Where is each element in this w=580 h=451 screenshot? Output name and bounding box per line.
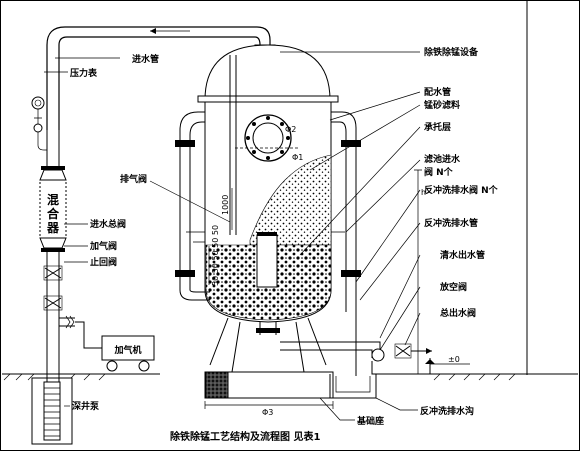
exhaust-tube — [229, 55, 237, 235]
right-flange-lower — [341, 270, 361, 277]
label-vent-valve: 放空阀 — [439, 281, 467, 293]
manifold-bolts — [246, 116, 290, 160]
vessel-legs — [209, 317, 327, 373]
pressure-gauge-dial — [34, 99, 42, 107]
check-valve-icon — [44, 297, 62, 309]
leader-main-outlet — [404, 312, 421, 346]
left-flange-lower — [175, 270, 195, 277]
dim-phi2: Φ2 — [285, 125, 296, 134]
label-main-outlet-valve: 总出水阀 — [440, 307, 476, 319]
leader-exhaust — [149, 180, 231, 223]
nozzle-plate — [257, 232, 277, 236]
label-inlet-main-valve: 进水总阀 — [90, 218, 126, 230]
backwash-ditch — [329, 374, 377, 399]
left-backwash-riser — [179, 111, 205, 290]
manganese-sand-media — [249, 154, 332, 246]
ground-level-marker — [425, 359, 435, 364]
dim-phi3: Φ3 — [262, 408, 273, 417]
mixer-top-cone — [39, 169, 67, 181]
manifold-inner — [252, 122, 284, 154]
label-distribution-pipe: 配水管 — [424, 86, 451, 98]
label-backwash-drain-pipe: 反冲洗排水管 — [424, 217, 478, 229]
inlet-main-valve-icon — [44, 267, 62, 279]
aeration-pipe-down — [75, 321, 102, 349]
deep-well-pump-icon — [43, 381, 61, 441]
foundation-pile-left — [205, 371, 229, 399]
label-deep-well-pump: 深井泵 — [72, 400, 100, 412]
mixer-top-flange — [41, 166, 65, 170]
label-equipment-title: 除铁除锰设备 — [424, 46, 479, 58]
mixer-inlet-pipe — [46, 130, 60, 166]
label-foundation: 基础座 — [356, 415, 384, 427]
pump-stages — [44, 387, 60, 437]
leader-sand — [309, 104, 421, 171]
label-filter-nozzle: 滤池进水 — [424, 153, 461, 165]
label-mixer-3: 器 — [46, 221, 60, 235]
label-mixer-2: 合 — [47, 206, 60, 221]
center-collector — [256, 234, 278, 288]
leader-vent — [379, 286, 421, 351]
aerator-wheel-right — [138, 360, 150, 372]
label-mn-sand-media: 锰砂滤料 — [424, 99, 460, 111]
label-aeration-valve: 加气阀 — [89, 240, 117, 252]
right-backwash-riser — [331, 111, 357, 312]
outlet-arrowhead — [426, 348, 432, 354]
bottom-outlet-flange — [256, 328, 280, 333]
label-support-layer: 承托层 — [424, 121, 451, 133]
ground-level-label: ±0 — [448, 355, 460, 364]
vessel-top-flange — [197, 95, 339, 103]
left-flange-upper — [175, 140, 195, 147]
caption: 除铁除锰工艺结构及流程图 见表1 — [170, 430, 320, 443]
label-mixer-1: 混 — [47, 192, 59, 207]
label-exhaust-valve: 排气阀 — [120, 173, 147, 185]
backwash-ditch-inner — [335, 376, 371, 393]
inlet-flow-arrowhead — [150, 28, 156, 34]
dim-1000: 1000 — [221, 195, 230, 215]
leader-ditch — [375, 397, 418, 411]
mixer-bottom-flange — [41, 248, 65, 252]
pressure-gauge-icon — [31, 96, 45, 110]
dim-stack: 50 50 50 50 50 — [211, 225, 220, 286]
aerator-body — [101, 335, 155, 361]
dim-phi3-line — [204, 401, 334, 409]
dim-h: h — [421, 188, 426, 197]
ground-hatch — [3, 373, 516, 381]
outlet-riser — [371, 358, 431, 375]
right-flange-upper — [341, 140, 361, 147]
label-aerator: 加气机 — [113, 344, 141, 356]
main-outlet-valve-icon — [395, 345, 411, 357]
label-pressure-gauge: 压力表 — [70, 67, 98, 79]
inlet-main-valve-body — [43, 265, 63, 281]
leader-nozzle — [345, 159, 421, 233]
label-clean-outlet-pipe: 清水出水管 — [440, 249, 485, 261]
dim-phi1: Φ1 — [292, 153, 303, 162]
leader-backwash-valve — [355, 189, 421, 283]
leader-support — [299, 126, 421, 256]
left-riser-bend — [179, 289, 210, 301]
aeration-valve-icon — [65, 315, 75, 329]
label-backwash-ditch: 反冲洗排水沟 — [420, 405, 474, 417]
well-riser — [46, 362, 60, 382]
check-valve-body — [43, 295, 63, 311]
vent-valve-icon — [371, 348, 385, 362]
dim-h-line — [414, 169, 422, 374]
leader-backwash-pipe — [359, 222, 421, 301]
leader-distribution — [329, 91, 421, 121]
leader-foundation — [319, 397, 355, 421]
inlet-pipe-inner — [58, 36, 261, 130]
leader-clean-outlet — [379, 254, 421, 339]
aerator-wheel-left — [106, 360, 118, 372]
gauge-valve-icon — [33, 123, 43, 133]
side-nozzles — [186, 231, 345, 243]
label-backwash-valve: 反冲洗排水阀 N个 — [424, 184, 499, 196]
label-water-inlet-pipe: 进水管 — [132, 53, 159, 65]
pressure-gauge-tubing — [34, 109, 47, 151]
mixer-bottom-cone — [39, 237, 67, 249]
label-filter-nozzle-count: 阀 N个 — [424, 166, 454, 178]
label-check-valve: 止回阀 — [90, 256, 117, 268]
